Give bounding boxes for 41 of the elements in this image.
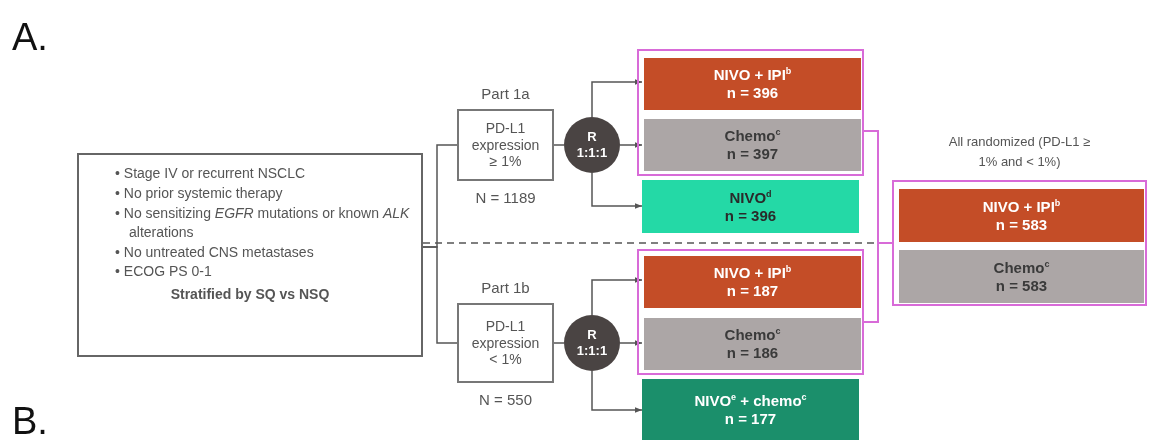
arrow: [591, 79, 643, 118]
criterion-item: • No sensitizing EGFR mutations or known ALK alterations: [115, 203, 411, 242]
arrow: [591, 370, 643, 413]
connector-line: [422, 246, 458, 344]
group-heading: All randomized (PD-L1 ≥ 1% and < 1%): [947, 133, 1092, 171]
treatment-arm-box: Chemo$^{c}$ n = 583: [899, 250, 1144, 303]
group-outline: [637, 49, 864, 176]
part-heading: Part 1b: [480, 278, 531, 298]
treatment-arm-box: Chemo$^{c}$ n = 397: [644, 119, 861, 171]
criterion-item: • No untreated CNS metastases: [115, 242, 315, 262]
arrow: [591, 172, 643, 209]
connector-line: [553, 342, 565, 344]
connector-line: [863, 242, 893, 323]
treatment-arm-box: NIVO$^{d}$ n = 396: [642, 180, 859, 233]
treatment-arm-box: NIVO + IPI$^{b}$ n = 396: [644, 58, 861, 110]
randomization-circle: R 1:1:1: [564, 117, 620, 173]
arrow: [591, 277, 643, 316]
sample-size: N = 550: [478, 391, 533, 408]
panel-label: A.: [12, 18, 48, 56]
subgroup-box: [457, 303, 554, 383]
subgroup-label: PD-L1 expression < 1%: [470, 317, 541, 369]
panel-label: B.: [12, 402, 48, 440]
criteria-box: [77, 153, 423, 357]
criterion-item: • No prior systemic therapy: [115, 183, 284, 203]
treatment-arm-box: Chemo$^{c}$ n = 186: [644, 318, 861, 370]
connector-line: [553, 144, 565, 146]
sample-size: N = 1189: [474, 189, 537, 206]
criterion-item: • ECOG PS 0-1: [115, 262, 213, 282]
treatment-arm-box: NIVO + IPI$^{b}$ n = 187: [644, 256, 861, 308]
stratification-note: Stratified by SQ vs NSQ: [170, 286, 330, 304]
arrow: [619, 340, 643, 346]
group-outline: [892, 180, 1147, 306]
part-heading: Part 1a: [480, 84, 531, 104]
treatment-arm-box: NIVO + IPI$^{b}$ n = 583: [899, 189, 1144, 242]
randomization-circle: R 1:1:1: [564, 315, 620, 371]
group-outline: [637, 249, 864, 375]
treatment-arm-box: NIVO$^{e}$ + chemo$^{c}$ n = 177: [642, 379, 859, 440]
criterion-item: • Stage IV or recurrent NSCLC: [115, 164, 307, 183]
subgroup-label: PD-L1 expression ≥ 1%: [470, 119, 541, 171]
subgroup-box: [457, 109, 554, 181]
arrow: [619, 142, 643, 148]
